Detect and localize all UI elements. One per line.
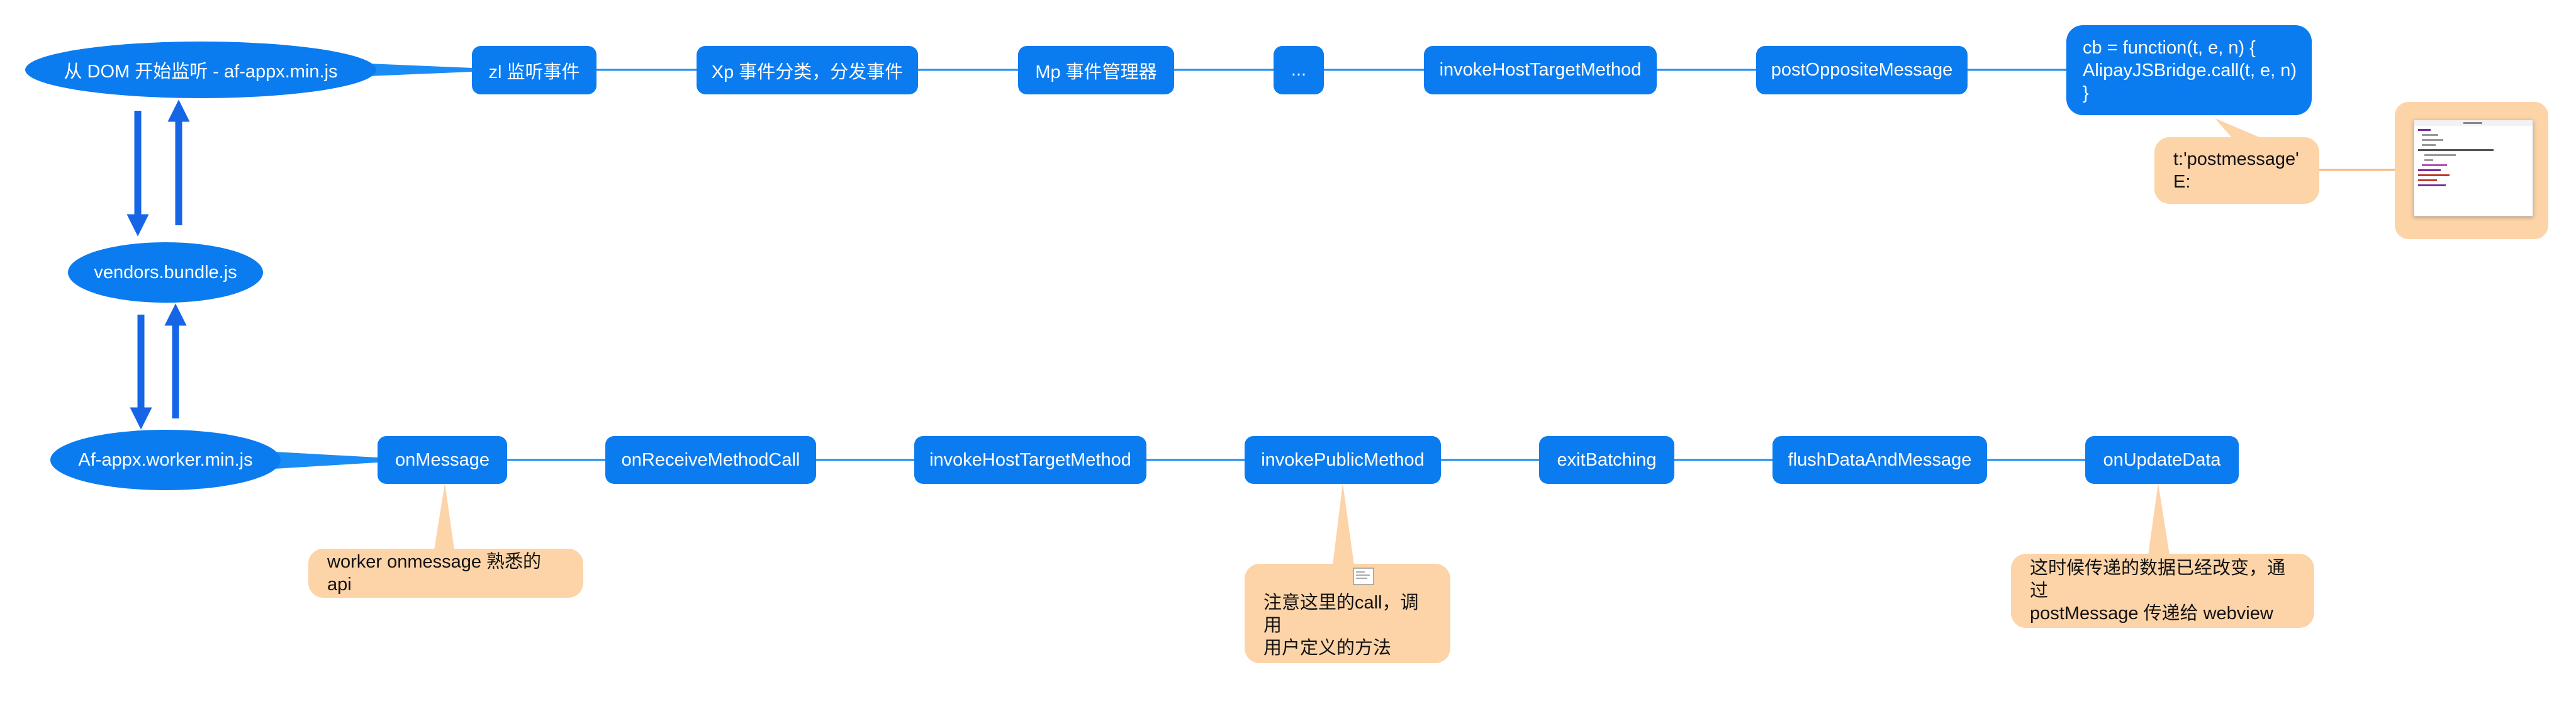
call-note-line-2: 用户定义的方法 xyxy=(1263,638,1392,658)
cb-line-2: AlipayJSBridge.call(t, e, n) xyxy=(2083,60,2297,81)
image-icon xyxy=(1353,568,1374,585)
update-note-callout: 这时候传递的数据已经改变，通过 postMessage 传递给 webview xyxy=(2011,554,2314,628)
vendors-bundle-node[interactable]: vendors.bundle.js xyxy=(68,242,263,303)
flush-data-and-message-node[interactable]: flushDataAndMessage xyxy=(1772,436,1987,484)
tail-worker-onmessage xyxy=(434,483,454,550)
connector-dom-to-zl xyxy=(368,64,473,76)
update-note-text: 这时候传递的数据已经改变，通过 postMessage 传递给 webview xyxy=(2030,557,2295,625)
call-note-line-1: 注意这里的call，调用 xyxy=(1263,593,1419,636)
on-update-data-node[interactable]: onUpdateData xyxy=(2085,436,2239,484)
tail-call-note xyxy=(1333,483,1354,565)
dom-listener-node[interactable]: 从 DOM 开始监听 - af-appx.min.js xyxy=(25,42,376,98)
invoke-host-target-method-bottom-node[interactable]: invokeHostTargetMethod xyxy=(914,436,1146,484)
invoke-public-method-node[interactable]: invokePublicMethod xyxy=(1245,436,1441,484)
mp-manager-node[interactable]: Mp 事件管理器 xyxy=(1018,46,1174,94)
update-note-line-1: 这时候传递的数据已经改变，通过 xyxy=(2030,558,2286,601)
zl-listen-node[interactable]: zl 监听事件 xyxy=(472,46,596,94)
cb-line-1: cb = function(t, e, n) { xyxy=(2083,37,2256,58)
cb-function-code: cb = function(t, e, n) { AlipayJSBridge.… xyxy=(2083,36,2297,104)
exit-batching-node[interactable]: exitBatching xyxy=(1539,436,1674,484)
call-note-text: 注意这里的call，调用 用户定义的方法 xyxy=(1263,568,1431,659)
object-screenshot-thumbnail[interactable] xyxy=(2414,120,2533,216)
postmessage-line-1: t:'postmessage' xyxy=(2173,149,2299,169)
on-message-node[interactable]: onMessage xyxy=(378,436,507,484)
call-note-callout: 注意这里的call，调用 用户定义的方法 xyxy=(1245,564,1450,663)
cb-line-3: } xyxy=(2083,82,2089,103)
invoke-host-target-method-top-node[interactable]: invokeHostTargetMethod xyxy=(1424,46,1657,94)
postmessage-callout: t:'postmessage' E: xyxy=(2154,137,2319,204)
tail-update-note xyxy=(2148,483,2170,555)
on-receive-method-call-node[interactable]: onReceiveMethodCall xyxy=(605,436,816,484)
cb-function-node[interactable]: cb = function(t, e, n) { AlipayJSBridge.… xyxy=(2066,25,2312,115)
connector-worker-to-onmessage xyxy=(274,452,378,469)
ellipsis-node[interactable]: ... xyxy=(1274,46,1324,94)
xp-dispatch-node[interactable]: Xp 事件分类，分发事件 xyxy=(697,46,918,94)
worker-onmessage-callout: worker onmessage 熟悉的 api xyxy=(308,549,583,598)
object-screenshot-image xyxy=(2414,120,2533,186)
worker-node[interactable]: Af-appx.worker.min.js xyxy=(50,430,281,490)
object-screenshot-frame[interactable] xyxy=(2395,102,2548,239)
update-note-line-2: postMessage 传递给 webview xyxy=(2030,603,2273,624)
tail-postmessage xyxy=(2215,118,2265,140)
postmessage-callout-text: t:'postmessage' E: xyxy=(2173,148,2299,193)
post-opposite-message-node[interactable]: postOppositeMessage xyxy=(1756,46,1968,94)
postmessage-line-2: E: xyxy=(2173,172,2191,192)
